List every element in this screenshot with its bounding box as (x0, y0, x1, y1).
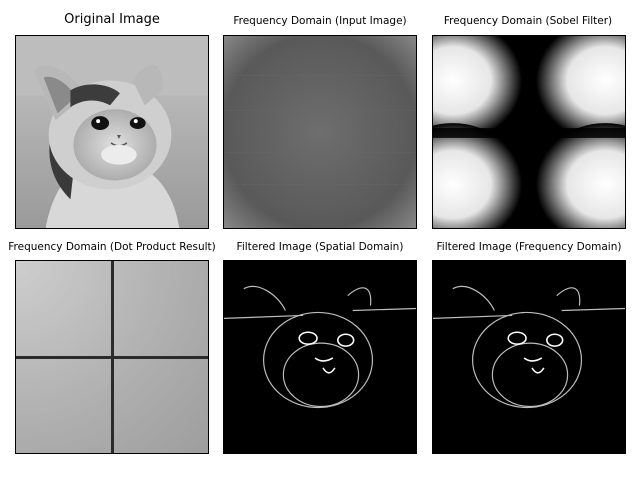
frequency-sobel-panel (432, 35, 626, 229)
panel-title-filtered-frequency: Filtered Image (Frequency Domain) (436, 241, 622, 253)
panel-title-frequency-input: Frequency Domain (Input Image) (233, 15, 407, 27)
frequency-input-spectrum (224, 36, 416, 228)
frequency-input-panel (223, 35, 417, 229)
filtered-spatial-panel (223, 260, 417, 454)
filtered-spatial-edges (224, 261, 416, 453)
frequency-dot-product-panel (15, 260, 209, 454)
filtered-frequency-edges (433, 261, 625, 453)
sobel-spectrum (433, 36, 625, 228)
panel-title-frequency-sobel: Frequency Domain (Sobel Filter) (443, 15, 613, 27)
original-image-panel (15, 35, 209, 229)
panel-title-frequency-dot-product: Frequency Domain (Dot Product Result) (8, 241, 216, 253)
dot-product-spectrum (16, 261, 208, 453)
panel-title-filtered-spatial: Filtered Image (Spatial Domain) (236, 241, 404, 253)
cat-photo (16, 36, 208, 228)
filtered-frequency-panel (432, 260, 626, 454)
panel-title-original-image: Original Image (64, 12, 160, 27)
